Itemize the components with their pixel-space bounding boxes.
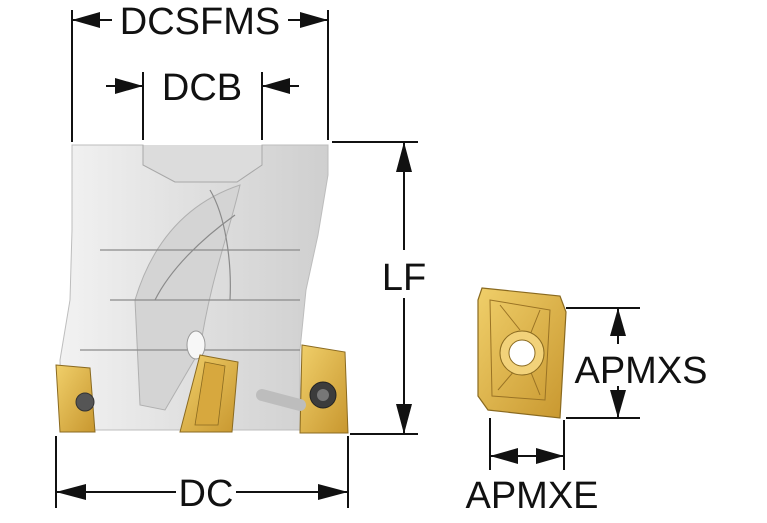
cutter-insert-center [179, 354, 239, 433]
apmxe-dimension: APMXE [465, 418, 599, 517]
dc-label: DC [179, 473, 234, 515]
dcb-dimension: DCB [106, 67, 299, 140]
lf-label: LF [382, 257, 426, 299]
cutting-insert-icon [477, 287, 567, 419]
dcsfms-dimension: DCSFMS [71, 1, 329, 142]
dc-dimension: DC [55, 436, 349, 515]
apmxs-dimension: APMXS [566, 307, 708, 419]
dcsfms-label: DCSFMS [120, 1, 280, 43]
apmxe-label: APMXE [465, 475, 598, 517]
dcb-label: DCB [162, 67, 242, 109]
lf-dimension: LF [332, 141, 426, 435]
cutter-insert-left [55, 364, 96, 433]
apmxs-label: APMXS [574, 350, 707, 392]
cutter-insert-right [256, 344, 349, 434]
face-mill-body-icon [59, 144, 329, 431]
